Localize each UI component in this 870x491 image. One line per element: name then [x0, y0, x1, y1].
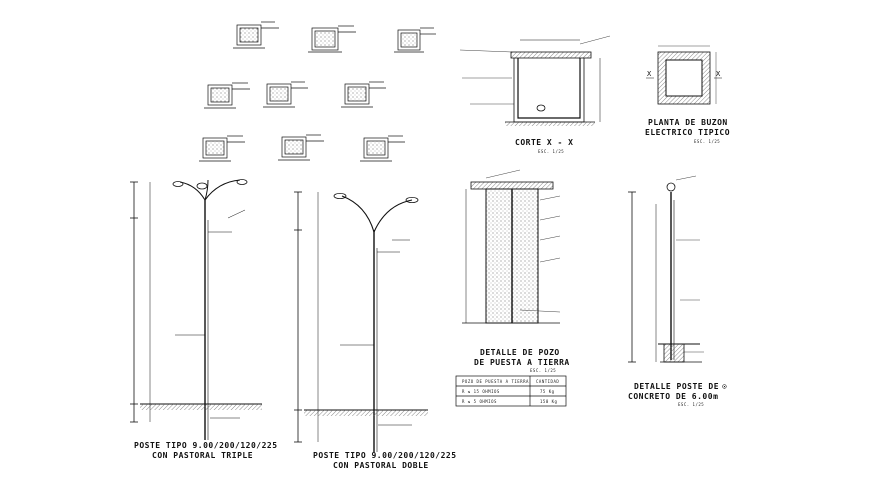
pole-triple-drawing — [130, 179, 262, 440]
concrete-pole-title-line1: DETALLE POSTE DE — [634, 382, 720, 391]
detail-symbol-1 — [233, 21, 279, 49]
concrete-pole-scale: ESC. 1/25 — [678, 402, 705, 407]
arm-right — [373, 199, 413, 233]
manhole-axis-right: X — [716, 70, 721, 78]
arm-right — [204, 179, 241, 201]
manhole-plan-title-line2: ELECTRICO TIPICO — [645, 128, 731, 137]
detail-symbol-5 — [263, 81, 308, 108]
ground-well-title-line1: DETALLE DE POZO — [480, 348, 560, 357]
table-cell-r2c2: 150 Kg — [540, 399, 558, 404]
arm-left — [341, 195, 375, 233]
ground-well-table — [455, 375, 567, 407]
table-cell-r1c1: R ≤ 15 OHMIOS — [462, 389, 500, 394]
manhole-plan-drawing — [646, 45, 722, 105]
detail-symbol-9 — [360, 135, 405, 162]
table-cell-r2c1: R ≤ 5 OHMIOS — [462, 399, 497, 404]
detail-symbol-4 — [204, 82, 250, 109]
section-xx-title: CORTE X - X — [515, 138, 574, 147]
pole-triple-title-line2: CON PASTORAL TRIPLE — [152, 451, 254, 460]
section-xx-scale: ESC. 1/25 — [538, 149, 565, 154]
lamp-right — [405, 196, 419, 203]
detail-symbol-7 — [199, 135, 245, 162]
concrete-pole-drawing — [628, 175, 704, 363]
ground-well-scale: ESC. 1/25 — [530, 368, 557, 373]
manhole-axis-left: X — [647, 70, 652, 78]
table-header-2: CANTIDAD — [536, 379, 560, 384]
lamp-center — [196, 182, 208, 190]
detail-symbol-8 — [278, 134, 324, 161]
lamp-left — [333, 192, 347, 199]
manhole-plan-title-line1: PLANTA DE BUZON — [648, 118, 728, 127]
ground-well-title-line2: DE PUESTA A TIERRA — [474, 358, 570, 367]
small-detail-symbols — [199, 21, 436, 162]
section-xx-drawing — [459, 35, 611, 126]
pole-double-title-line2: CON PASTORAL DOBLE — [333, 461, 429, 470]
concrete-pole-mark: ⊙ — [722, 382, 728, 391]
detail-symbol-6 — [341, 81, 386, 108]
lamp-right — [236, 179, 248, 185]
table-header-1: POZO DE PUESTA A TIERRA — [462, 379, 529, 384]
ground-well-drawing — [462, 169, 561, 324]
detail-symbol-3 — [394, 27, 436, 53]
pole-triple-title-line1: POSTE TIPO 9.00/200/120/225 — [134, 441, 278, 450]
manhole-plan-scale: ESC. 1/25 — [694, 139, 721, 144]
concrete-pole-title-line2: CONCRETO DE 6.00m — [628, 392, 719, 401]
pole-double-drawing — [294, 191, 428, 452]
lamp-left — [172, 181, 184, 187]
detail-symbol-2 — [308, 25, 356, 53]
pole-double-title-line1: POSTE TIPO 9.00/200/120/225 — [313, 451, 457, 460]
table-cell-r1c2: 75 Kg — [540, 389, 555, 394]
